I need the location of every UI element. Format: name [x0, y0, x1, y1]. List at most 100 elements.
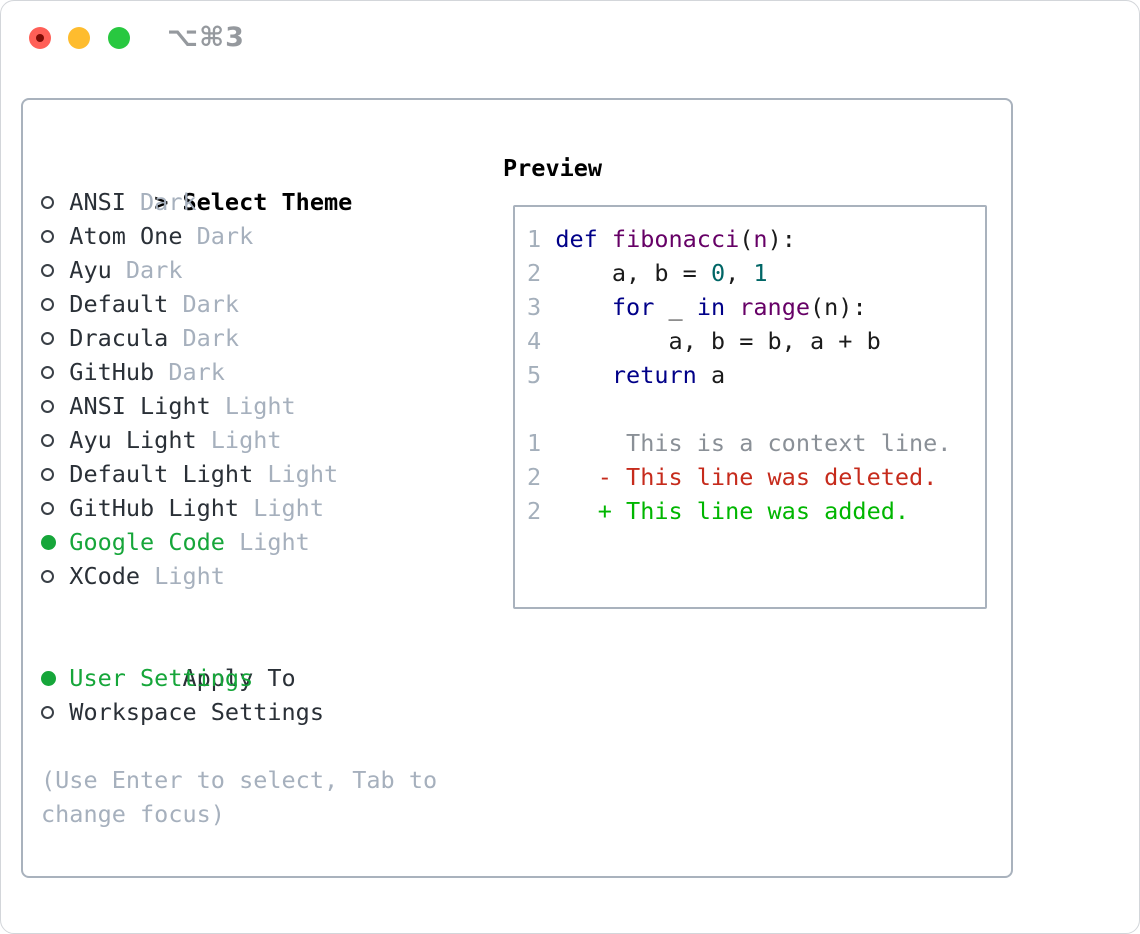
theme-variant-label: Light: [253, 460, 339, 488]
titlebar: ⌥⌘3: [1, 1, 1139, 76]
code-token: range: [739, 293, 811, 321]
code-token: fibonacci: [611, 225, 740, 253]
hint-line-2: change focus): [41, 800, 225, 828]
code-token: This is a context line.: [541, 429, 952, 457]
cursor-chevron-icon: >: [154, 188, 169, 216]
code-token: a, b = b, a + b: [541, 327, 881, 355]
code-token: [541, 293, 612, 321]
radio-icon: [41, 389, 69, 423]
keyboard-shortcut-label: ⌥⌘3: [167, 22, 245, 53]
code-token: [541, 361, 612, 389]
theme-option-ansi[interactable]: ANSI Dark: [41, 185, 437, 219]
theme-option-ansi-light[interactable]: ANSI Light Light: [41, 389, 437, 423]
theme-option-github-light[interactable]: GitHub Light Light: [41, 491, 437, 525]
code-line: 3 for _ in range(n):: [527, 290, 985, 324]
code-token: [541, 225, 555, 253]
option-label: XCode: [69, 562, 141, 590]
preview-title: Preview: [503, 154, 603, 182]
theme-option-xcode[interactable]: XCode Light: [41, 559, 437, 593]
option-label: Ayu Light: [69, 426, 197, 454]
option-label: ANSI Light: [69, 392, 211, 420]
theme-variant-label: Dark: [168, 324, 240, 352]
theme-option-dracula[interactable]: Dracula Dark: [41, 321, 437, 355]
spacer: [41, 729, 437, 763]
line-number: 3: [527, 293, 542, 321]
select-theme-header: > Select Theme: [41, 151, 437, 216]
minimize-button[interactable]: [68, 27, 90, 49]
theme-option-default-light[interactable]: Default Light Light: [41, 457, 437, 491]
radio-icon: [41, 253, 69, 287]
code-token: ):: [767, 225, 796, 253]
option-label: GitHub Light: [69, 494, 240, 522]
option-label: GitHub: [69, 358, 155, 386]
apply-to-header: Apply To: [41, 627, 437, 692]
apply-option-user-settings[interactable]: User Settings: [41, 661, 437, 695]
code-token: a, b =: [541, 259, 711, 287]
radio-icon: [41, 321, 69, 355]
theme-option-ayu-light[interactable]: Ayu Light Light: [41, 423, 437, 457]
line-number: 2: [527, 259, 542, 287]
code-token: def: [555, 225, 598, 253]
apply-to-title: Apply To: [182, 664, 296, 692]
option-label: Ayu: [69, 256, 112, 284]
option-label: Atom One: [69, 222, 183, 250]
apply-option-workspace-settings[interactable]: Workspace Settings: [41, 695, 437, 729]
radio-icon: [41, 559, 69, 593]
select-theme-title: Select Theme: [182, 188, 353, 216]
code-token: return: [611, 361, 697, 389]
option-label: User Settings: [69, 664, 254, 692]
line-number: 4: [527, 327, 542, 355]
theme-variant-label: Dark: [168, 290, 240, 318]
code-line: 2 a, b = 0, 1: [527, 256, 985, 290]
spacer: [41, 593, 437, 627]
theme-option-google-code[interactable]: Google Code Light: [41, 525, 437, 559]
line-number: 2: [527, 497, 542, 525]
code-token: 0: [710, 259, 726, 287]
radio-selected-icon: [41, 525, 69, 559]
code-token: _: [654, 293, 697, 321]
line-number: 1: [527, 225, 542, 253]
code-token: (n):: [810, 293, 867, 321]
radio-icon: [41, 219, 69, 253]
code-token: a: [696, 361, 726, 389]
option-label: Dracula: [69, 324, 169, 352]
code-token: - This line was deleted.: [541, 463, 938, 491]
theme-option-github[interactable]: GitHub Dark: [41, 355, 437, 389]
zoom-button[interactable]: [108, 27, 130, 49]
code-token: in: [696, 293, 726, 321]
theme-variant-label: Light: [224, 528, 310, 556]
hint-line-1: (Use Enter to select, Tab to: [41, 766, 438, 794]
code-line: 5 return a: [527, 358, 985, 392]
theme-variant-label: Light: [239, 494, 324, 522]
theme-option-ayu[interactable]: Ayu Dark: [41, 253, 437, 287]
code-token: for: [611, 293, 655, 321]
code-token: [725, 293, 739, 321]
radio-icon: [41, 457, 69, 491]
theme-variant-label: Light: [196, 426, 282, 454]
code-line: 4 a, b = b, a + b: [527, 324, 985, 358]
option-label: ANSI: [69, 188, 126, 216]
code-line: 1 This is a context line.: [527, 426, 985, 460]
code-line: 2 + This line was added.: [527, 494, 985, 528]
theme-variant-label: Dark: [154, 358, 225, 386]
code-token: [598, 225, 612, 253]
close-button[interactable]: [29, 27, 51, 49]
radio-icon: [41, 491, 69, 525]
radio-icon: [41, 423, 69, 457]
option-label: Workspace Settings: [69, 698, 324, 726]
theme-variant-label: Light: [210, 392, 296, 420]
line-number: 2: [527, 463, 542, 491]
theme-variant-label: Light: [140, 562, 225, 590]
theme-variant-label: Dark: [182, 222, 254, 250]
theme-option-atom-one[interactable]: Atom One Dark: [41, 219, 437, 253]
radio-icon: [41, 355, 69, 389]
option-label: Default Light: [69, 460, 254, 488]
radio-icon: [41, 185, 69, 219]
theme-option-default[interactable]: Default Dark: [41, 287, 437, 321]
